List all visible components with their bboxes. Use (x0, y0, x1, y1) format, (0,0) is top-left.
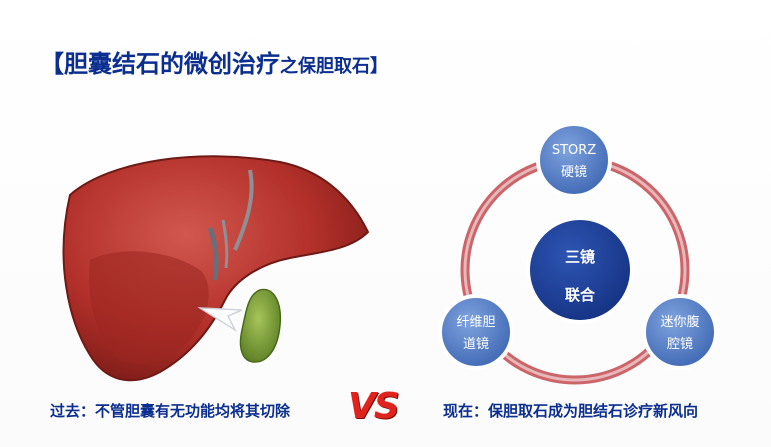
node-storz-line2: 硬镜 (561, 165, 587, 180)
gallbladder-shape (239, 288, 282, 363)
node-storz-line1: STORZ (552, 143, 596, 158)
pointer-arrow (197, 307, 243, 333)
present-caption: 现在：保胆取石成为胆结石诊疗新风向 (443, 402, 699, 420)
vs-label: VS (348, 386, 400, 427)
liver-lobe-shadow (89, 251, 209, 364)
node-mini-laparoscope-line2: 腔镜 (667, 337, 693, 352)
liver-ligament (233, 169, 254, 251)
node-mini-laparoscope-line1: 迷你腹 (660, 314, 699, 330)
title-sub: 之保胆取石】 (280, 56, 388, 77)
past-caption: 过去：不管胆囊有无功能均将其切除 (50, 402, 291, 420)
liver-vessel-2 (221, 219, 229, 269)
node-storz (536, 122, 612, 198)
center-label-line2: 联合 (565, 286, 596, 304)
node-mini-laparoscope (642, 294, 718, 370)
node-fiber-choledochoscope (438, 294, 514, 370)
slide-title: 【胆囊结石的微创治疗之保胆取石】 (40, 44, 388, 79)
three-scope-diagram: 三镜 联合 STORZ 硬镜 迷你腹 腔镜 纤维胆 道镜 (438, 122, 718, 385)
title-main: 【胆囊结石的微创治疗 (40, 50, 280, 78)
liver-vessel (207, 227, 219, 281)
node-fiber-choledochoscope-line2: 道镜 (463, 337, 489, 352)
center-label-line1: 三镜 (565, 248, 595, 266)
center-circle (526, 216, 634, 324)
node-fiber-choledochoscope-line1: 纤维胆 (456, 315, 495, 330)
liver-gallbladder-illustration (62, 155, 370, 382)
